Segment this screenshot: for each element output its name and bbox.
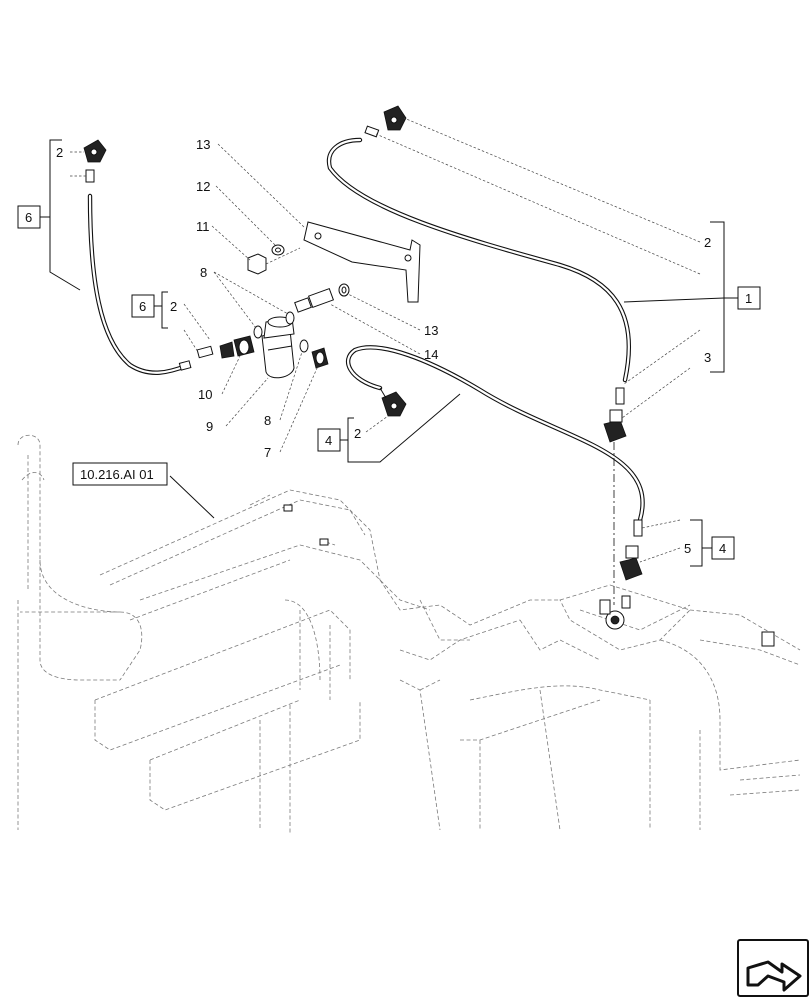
- o-ring-part-8-bottom: [299, 339, 309, 353]
- hose-end-left: [178, 360, 192, 371]
- connector-part-2-left: [83, 139, 107, 183]
- washer-part-12: [271, 244, 285, 256]
- callout-6-mid: 6: [139, 299, 146, 314]
- bracket-part-13: [303, 221, 421, 303]
- callout-3: 3: [704, 350, 711, 365]
- fitting-part-3: [603, 387, 627, 443]
- filter-part-9: [261, 316, 295, 379]
- callout-2-left: 2: [56, 145, 63, 160]
- callout-box-6-mid: [131, 294, 155, 318]
- hoses: [87, 137, 645, 523]
- plug-part-7: [311, 347, 329, 369]
- callout-box-6-left: [17, 205, 41, 229]
- reference-label: 10.216.AI 01: [80, 467, 154, 482]
- bolt-part-11: [247, 247, 301, 275]
- tank-fittings: [283, 504, 775, 647]
- callout-11: 11: [196, 219, 210, 234]
- callout-13-right: 13: [424, 323, 438, 338]
- callout-13-top: 13: [196, 137, 210, 152]
- callout-8-top: 8: [200, 265, 207, 280]
- callout-6-left: 6: [25, 210, 32, 225]
- callout-box-4-right: [711, 536, 735, 560]
- o-ring-part-8-top: [253, 311, 295, 339]
- connector-part-2-lower: [379, 387, 407, 417]
- group-brackets: [40, 139, 738, 567]
- callout-10: 10: [198, 387, 212, 402]
- callout-12: 12: [196, 179, 210, 194]
- callout-4-right: 4: [719, 541, 726, 556]
- callout-9: 9: [206, 419, 213, 434]
- callout-box-1: [737, 286, 761, 310]
- callout-1: 1: [745, 291, 752, 306]
- callout-5: 5: [684, 541, 691, 556]
- next-page-arrow-icon[interactable]: [737, 939, 809, 997]
- callout-7: 7: [264, 445, 271, 460]
- adapter-part-14: [294, 283, 350, 313]
- callout-2-mid: 2: [170, 299, 177, 314]
- callout-8-bottom: 8: [264, 413, 271, 428]
- connector-part-2-top: [364, 105, 407, 138]
- callout-14: 14: [424, 347, 438, 362]
- callout-box-4-mid: [317, 428, 341, 452]
- callout-labels: 2 6 13 12 11 8 6 2 10 9 8 7 13 14 2 1 3 …: [17, 137, 761, 560]
- callout-2-lower: 2: [354, 426, 361, 441]
- callout-2-right: 2: [704, 235, 711, 250]
- reference-box: [72, 462, 168, 486]
- fitting-part-10: [196, 335, 255, 359]
- fitting-part-5: [619, 519, 643, 581]
- callout-4-mid: 4: [325, 433, 332, 448]
- tank-assembly-outline: [17, 434, 801, 835]
- leader-lines: [70, 117, 701, 563]
